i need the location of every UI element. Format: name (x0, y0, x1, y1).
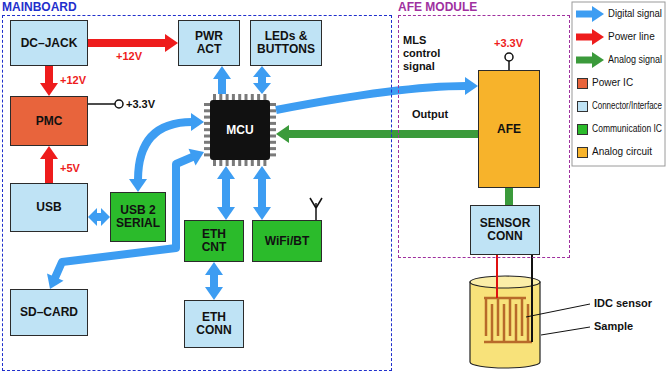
supply-terminal (505, 53, 513, 61)
antenna-symbol (310, 198, 322, 220)
signal-label: Output (412, 108, 448, 121)
digital-arrow (253, 66, 271, 94)
box-label: MCU (226, 124, 253, 137)
box-label: LEDs & BUTTONS (255, 30, 317, 56)
box-label: ETH CNT (202, 228, 227, 254)
legend-text: Connector/Interface (592, 100, 662, 112)
component-box: WiFi/BT (252, 220, 322, 262)
part-label: IDC sensor (594, 297, 652, 310)
digital-arrow (213, 66, 231, 94)
signal-label: +12V (60, 74, 86, 87)
legend-text: Analog circuit (592, 146, 652, 158)
signal-label: +5V (60, 162, 80, 175)
legend-arrow (576, 29, 604, 45)
component-box: USB 2 SERIAL (110, 192, 166, 242)
mcu-chip: MCU (204, 94, 276, 166)
component-box: AFE (478, 70, 540, 188)
signal-label: +12V (116, 50, 142, 63)
sample-surface (470, 276, 540, 288)
module-title: MAINBOARD (2, 1, 77, 13)
box-label: PWR ACT (195, 30, 223, 56)
signal-label: MLS control signal (403, 34, 440, 73)
voltage-label: +3.3V (126, 98, 155, 111)
digital-arrow (129, 113, 204, 192)
legend-arrow (576, 6, 604, 22)
legend-swatch (577, 124, 588, 135)
legend-swatch (577, 101, 588, 112)
component-box: LEDs & BUTTONS (250, 20, 322, 66)
analog-arrow (509, 188, 510, 205)
supply-wire (508, 61, 510, 70)
box-label: USB 2 SERIAL (116, 204, 160, 230)
voltage-label: +3.3V (494, 37, 523, 50)
part-label: Sample (594, 320, 633, 333)
leader-line (526, 304, 590, 317)
legend-arrow (576, 52, 604, 68)
module-title: AFE MODULE (398, 1, 477, 13)
analog-arrow (276, 125, 478, 143)
box-label: PMC (36, 115, 63, 128)
digital-arrow (253, 166, 271, 220)
box-label: USB (36, 201, 61, 214)
box-label: WiFi/BT (265, 235, 310, 248)
leader-line (541, 327, 590, 335)
legend-text: Power line (608, 31, 655, 43)
power-arrow (40, 146, 58, 183)
component-box: SD–CARD (10, 289, 88, 336)
module-region: MAINBOARDDC–JACKPWR ACTLEDs & BUTTONSPMC… (2, 15, 392, 371)
digital-arrow (88, 208, 110, 226)
power-arrow (88, 34, 178, 52)
legend-frame (572, 2, 665, 166)
component-box: PMC (10, 96, 88, 146)
legend-swatch (577, 78, 588, 89)
legend-text: Power IC (592, 77, 633, 89)
box-label: ETH CONN (196, 311, 231, 337)
digital-arrow (276, 77, 478, 110)
legend-text: Analog signal (608, 54, 662, 66)
digital-arrow (217, 166, 235, 220)
legend-text: Communication IC (592, 123, 662, 135)
component-box: DC–JACK (10, 20, 88, 66)
power-arrow (40, 66, 58, 96)
digital-arrow (205, 262, 223, 300)
supply-wire (88, 103, 115, 105)
component-box: ETH CNT (184, 220, 244, 262)
box-label: SD–CARD (20, 306, 78, 319)
box-label: AFE (497, 123, 521, 136)
legend-swatch (577, 147, 588, 158)
sample-container (470, 282, 540, 368)
component-box: USB (10, 183, 88, 232)
legend-text: Digital signal (608, 8, 662, 20)
sensor-wire (496, 255, 498, 298)
component-box: PWR ACT (178, 20, 240, 66)
sensor-wire (531, 255, 533, 342)
idc-sensor (484, 298, 532, 342)
component-box: SENSOR CONN (470, 205, 540, 255)
component-box: ETH CONN (184, 300, 244, 348)
box-label: DC–JACK (21, 37, 78, 50)
supply-terminal (115, 100, 123, 108)
box-label: SENSOR CONN (480, 217, 531, 243)
